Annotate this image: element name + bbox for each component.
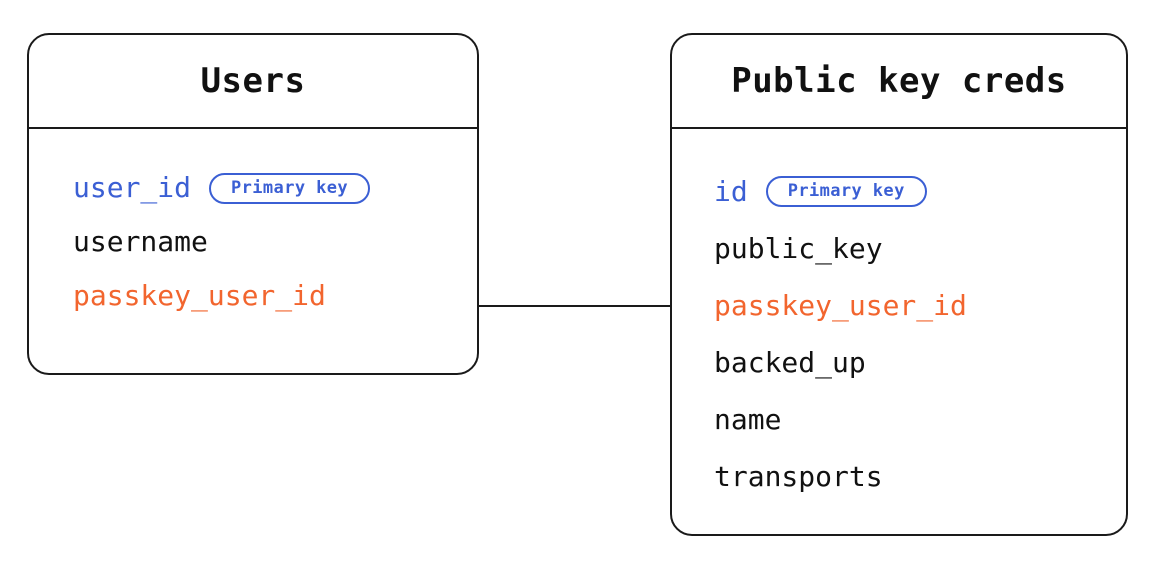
field-row-user-id[interactable]: user_id Primary key <box>73 161 477 215</box>
entity-box-public-key-creds[interactable]: Public key creds id Primary key public_k… <box>670 33 1128 536</box>
field-row-name[interactable]: name <box>714 391 1126 448</box>
field-row-username[interactable]: username <box>73 215 477 269</box>
entity-fields-users: user_id Primary key username passkey_use… <box>29 129 477 323</box>
field-name-username: username <box>73 225 208 258</box>
field-row-backed-up[interactable]: backed_up <box>714 334 1126 391</box>
entity-title-users: Users <box>200 61 306 101</box>
field-name-backed-up: backed_up <box>714 345 866 379</box>
entity-header-users: Users <box>29 35 477 129</box>
primary-key-badge: Primary key <box>209 172 370 204</box>
field-row-public-key[interactable]: public_key <box>714 220 1126 277</box>
entity-header-public-key-creds: Public key creds <box>672 35 1126 129</box>
field-row-passkey-user-id[interactable]: passkey_user_id <box>73 269 477 323</box>
primary-key-badge: Primary key <box>765 176 927 207</box>
field-name-id: id <box>714 174 748 208</box>
field-row-transports[interactable]: transports <box>714 448 1126 505</box>
relationship-line-users-to-public-key-creds <box>477 305 672 307</box>
entity-box-users[interactable]: Users user_id Primary key username passk… <box>27 33 479 375</box>
field-name-passkey-user-id: passkey_user_id <box>714 288 967 322</box>
field-row-id[interactable]: id Primary key <box>714 163 1126 220</box>
field-name-name: name <box>714 402 782 436</box>
field-row-passkey-user-id[interactable]: passkey_user_id <box>714 277 1126 334</box>
entity-fields-public-key-creds: id Primary key public_key passkey_user_i… <box>672 129 1126 505</box>
field-name-user-id: user_id <box>73 171 192 204</box>
field-name-public-key: public_key <box>714 231 883 265</box>
entity-title-public-key-creds: Public key creds <box>731 61 1067 101</box>
field-name-transports: transports <box>714 459 883 493</box>
field-name-passkey-user-id: passkey_user_id <box>73 279 326 312</box>
